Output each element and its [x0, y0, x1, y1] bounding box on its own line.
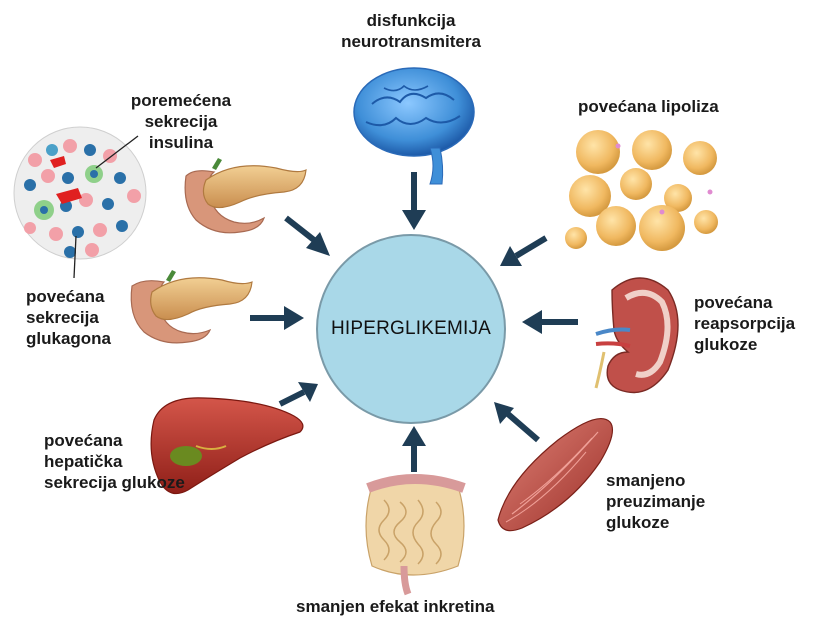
label-liver-line-1: povećana	[44, 430, 185, 451]
label-insulin: poremećena sekrecija insulina	[128, 90, 234, 153]
muscle-illustration	[498, 419, 612, 531]
brain-illustration	[354, 68, 474, 184]
label-muscle: smanjeno preuzimanje glukoze	[606, 470, 705, 533]
label-liver-line-3: sekrecija glukoze	[44, 472, 185, 493]
center-label: HIPERGLIKEMIJA	[331, 318, 491, 340]
fat-cells-illustration	[565, 130, 718, 251]
label-liver: povećana hepatička sekrecija glukoze	[44, 430, 185, 493]
label-brain-line-1: disfunkcija	[336, 10, 486, 31]
label-brain-line-2: neurotransmitera	[336, 31, 486, 52]
arrow-brain	[402, 172, 426, 230]
label-muscle-line-2: preuzimanje	[606, 491, 705, 512]
arrow-incretin	[402, 426, 426, 472]
label-brain: disfunkcija neurotransmitera	[336, 10, 486, 52]
label-glucagon-line-2: sekrecija	[26, 307, 111, 328]
hyperglycemia-circle: HIPERGLIKEMIJA	[316, 234, 506, 424]
label-kidney-line-1: povećana	[694, 292, 795, 313]
arrow-muscle	[494, 402, 538, 440]
label-kidney-line-3: glukoze	[694, 334, 795, 355]
arrow-insulin	[286, 218, 330, 256]
intestine-illustration	[366, 479, 464, 594]
label-kidney: povećana reapsorpcija glukoze	[694, 292, 795, 355]
label-muscle-line-3: glukoze	[606, 512, 705, 533]
label-lipolysis-line-1: povećana lipoliza	[578, 96, 719, 117]
label-glucagon: povećana sekrecija glukagona	[26, 286, 111, 349]
pancreas-middle-illustration	[131, 270, 252, 343]
arrow-kidney	[522, 310, 578, 334]
arrow-lipolysis	[500, 238, 546, 266]
label-incretin: smanjen efekat inkretina	[296, 596, 494, 617]
label-glucagon-line-3: glukagona	[26, 328, 111, 349]
label-incretin-line-1: smanjen efekat inkretina	[296, 596, 494, 617]
islet-cells-illustration	[14, 127, 146, 278]
label-glucagon-line-1: povećana	[26, 286, 111, 307]
arrow-liver	[280, 382, 318, 404]
label-insulin-line-1: poremećena	[128, 90, 234, 111]
label-liver-line-2: hepatička	[44, 451, 185, 472]
label-lipolysis: povećana lipoliza	[578, 96, 719, 117]
arrow-glucagon	[250, 306, 304, 330]
kidney-illustration	[596, 278, 678, 393]
label-muscle-line-1: smanjeno	[606, 470, 705, 491]
label-insulin-line-2: sekrecija	[128, 111, 234, 132]
label-insulin-line-3: insulina	[128, 132, 234, 153]
label-kidney-line-2: reapsorpcija	[694, 313, 795, 334]
